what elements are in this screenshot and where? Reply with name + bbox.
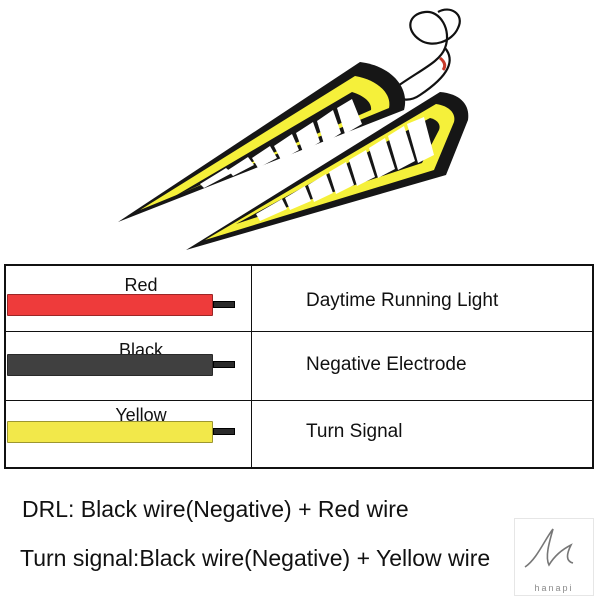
red-wire xyxy=(7,294,213,316)
wire-tip xyxy=(213,361,235,368)
led-strip-upper xyxy=(118,62,406,222)
signature-icon xyxy=(524,528,574,568)
table-row: Red Daytime Running Light xyxy=(6,266,592,332)
watermark-text: hanapi xyxy=(534,583,574,593)
wire-function: Turn Signal xyxy=(306,421,403,442)
led-strip-lower xyxy=(186,92,469,250)
wire-color-label: Red xyxy=(124,275,158,295)
yellow-wire xyxy=(7,421,213,443)
drl-wiring-note: DRL: Black wire(Negative) + Red wire xyxy=(22,496,409,522)
wire-function: Negative Electrode xyxy=(306,354,467,375)
wiring-table: Red Daytime Running Light Black Negative… xyxy=(4,264,594,469)
cable xyxy=(394,8,461,101)
table-divider xyxy=(251,266,252,467)
table-row: Yellow Turn Signal xyxy=(6,402,592,469)
wire-color-label: Yellow xyxy=(115,405,167,425)
table-row: Black Negative Electrode xyxy=(6,333,592,401)
black-wire xyxy=(7,354,213,376)
wire-function: Daytime Running Light xyxy=(306,290,499,311)
wire-tip xyxy=(213,428,235,435)
turn-signal-wiring-note: Turn signal:Black wire(Negative) + Yello… xyxy=(20,545,491,571)
wire-tip xyxy=(213,301,235,308)
product-image xyxy=(0,0,600,262)
watermark-logo: hanapi xyxy=(514,518,594,596)
